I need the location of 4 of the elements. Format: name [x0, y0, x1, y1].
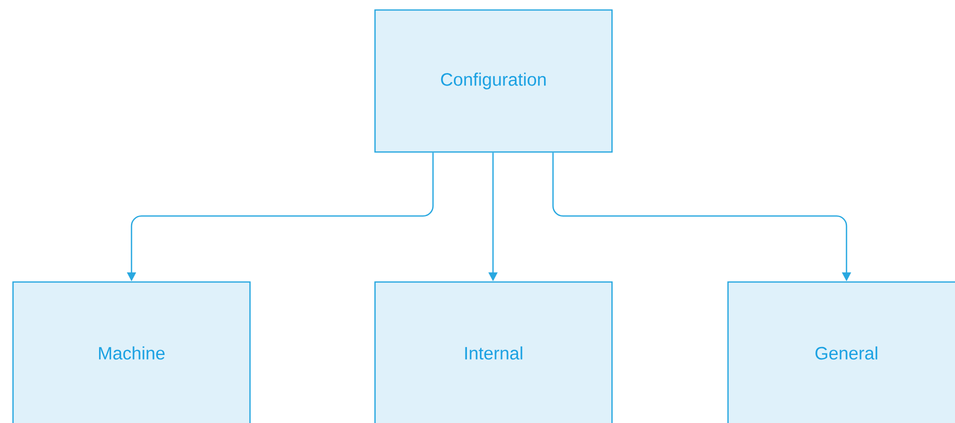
process-box: General: [727, 281, 955, 423]
process-box: Internal: [374, 281, 613, 423]
process-box: Configuration: [374, 9, 613, 153]
process-box: Machine: [12, 281, 251, 423]
